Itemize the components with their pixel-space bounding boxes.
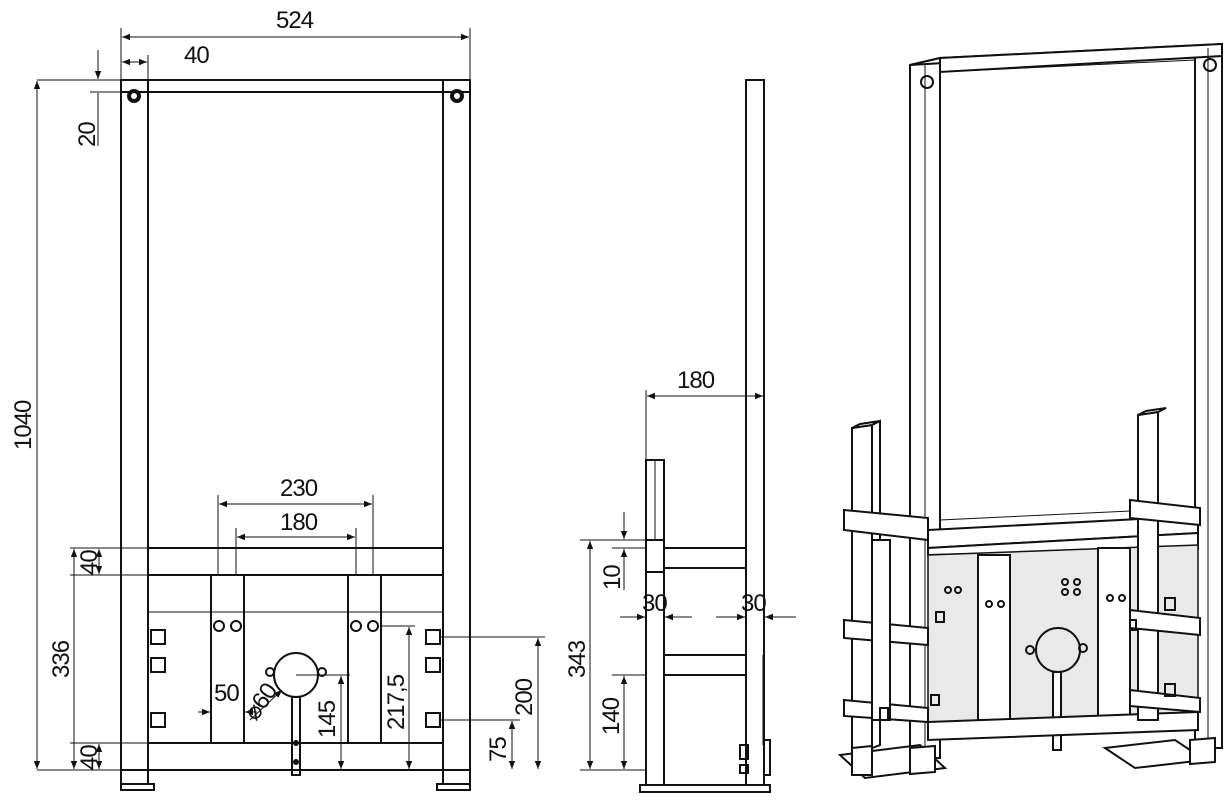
dim-bolt-height: 200 — [511, 678, 538, 716]
front-view: 524 40 20 1040 230 180 40 336 40 50 — [10, 7, 545, 791]
dim-centre-height: 217,5 — [383, 674, 410, 730]
dim-top-gap: 10 — [599, 565, 626, 590]
dim-total-height: 343 — [564, 640, 591, 678]
bolt-group-left — [150, 629, 166, 728]
iso-hole-left — [920, 75, 934, 89]
dim-outer-spacing: 230 — [280, 475, 318, 502]
dim-width: 524 — [276, 7, 314, 34]
dim-crossbar: 40 — [76, 550, 103, 575]
dim-left-profile: 30 — [642, 590, 667, 617]
pipe-stem — [291, 696, 301, 776]
dim-height: 1040 — [10, 400, 37, 450]
dim-right-profile: 30 — [741, 590, 766, 617]
dim-mount-height: 336 — [48, 640, 75, 678]
side-main-post — [745, 79, 765, 786]
dim-low-bolt: 75 — [485, 737, 512, 762]
dim-bottom-height: 140 — [598, 697, 625, 735]
front-crossbar — [147, 547, 444, 576]
side-bracket-block — [645, 539, 665, 573]
front-top-bar — [120, 79, 471, 93]
isometric-view — [837, 42, 1223, 780]
side-view: 180 10 30 30 343 140 — [564, 79, 796, 793]
dim-top-offset: 20 — [74, 122, 101, 147]
dim-depth: 180 — [677, 367, 715, 394]
bracket-left — [210, 574, 245, 744]
iso-hole-right — [1203, 58, 1217, 72]
front-foot-right — [442, 769, 471, 785]
dim-inner-spacing: 180 — [280, 509, 318, 536]
bracket-right — [347, 574, 382, 744]
dim-pipe-height: 145 — [314, 700, 341, 738]
front-foot-left — [120, 769, 149, 785]
front-left-post — [120, 79, 149, 771]
dim-side-offset: 40 — [184, 42, 209, 69]
dim-hole-offset: 50 — [214, 680, 239, 707]
front-right-post — [442, 79, 471, 771]
front-bottom-bar — [147, 742, 444, 771]
bolt-group-right — [425, 629, 441, 728]
dim-bottom-bar: 40 — [76, 745, 103, 770]
